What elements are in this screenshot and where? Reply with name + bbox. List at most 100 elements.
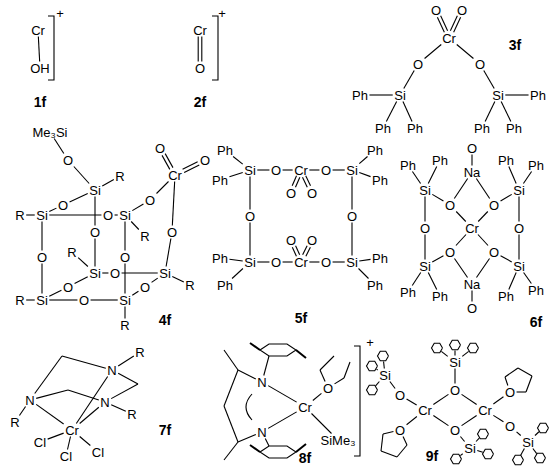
atom-label: Si (449, 356, 461, 369)
atom-label: Ph (530, 89, 546, 102)
atom-label: Ph (212, 174, 228, 187)
bond-line (320, 356, 334, 370)
bond-line (333, 261, 345, 262)
atom-label: Cl (34, 436, 46, 449)
bond-line (454, 17, 461, 32)
bond-line (425, 45, 442, 59)
bond-line (386, 102, 396, 122)
aryl-ring (260, 446, 296, 458)
bond-line (91, 299, 118, 300)
bond-line (172, 276, 184, 282)
compound-number: 2f (194, 95, 206, 109)
bond-line (521, 449, 525, 456)
bond-line (264, 356, 269, 376)
bond-line (70, 193, 88, 202)
bond-line (509, 273, 516, 290)
bond-line (75, 277, 88, 284)
bond-line (397, 445, 407, 457)
atom-label: N (100, 396, 109, 409)
bond-line (359, 269, 369, 279)
atom-label: O (321, 164, 331, 177)
bond-line (523, 172, 531, 184)
bond-line (377, 369, 378, 371)
compound-number: 8f (299, 451, 311, 465)
atom-label: Ph (474, 122, 490, 135)
atom-label: O (90, 226, 100, 239)
bond-line (424, 235, 425, 260)
atom-label: Ph (506, 122, 522, 135)
atom-label: R (67, 246, 76, 259)
bond-line (462, 394, 477, 404)
atom-label: O (145, 194, 155, 207)
atom-label: O (431, 4, 441, 17)
phenyl-ring (367, 361, 378, 371)
atom-label: Si (464, 442, 476, 455)
bond-line (476, 179, 489, 199)
bond-line (131, 222, 139, 230)
bond-line (268, 412, 296, 429)
bond-line (432, 194, 443, 201)
phenyl-ring (478, 429, 489, 439)
bond-line (524, 273, 532, 284)
compound-number: 1f (34, 95, 46, 109)
bond-line (390, 382, 395, 389)
atom-label: R (140, 230, 149, 243)
bond-line (344, 362, 350, 378)
atom-label: O (286, 187, 296, 200)
bond-line (49, 290, 61, 296)
bond-line (454, 179, 467, 199)
atom-label: Ph (372, 174, 388, 187)
bond-line (320, 370, 325, 382)
bond-line (257, 169, 269, 170)
atom-label: Cl (92, 446, 104, 459)
bond-line (224, 350, 238, 370)
bond-line (478, 212, 488, 222)
atom-label: R (15, 209, 24, 222)
delocalization-arc (246, 394, 252, 420)
atom-label: O (514, 222, 524, 235)
atom-label: O (413, 58, 423, 71)
bond-line (36, 390, 68, 398)
phenyl-ring (367, 385, 378, 395)
bond-line (302, 177, 307, 187)
bond-line (313, 393, 322, 400)
bond-line (533, 449, 537, 454)
atom-label: Ph (217, 279, 233, 292)
bond-line (433, 394, 448, 404)
bond-line (184, 165, 199, 173)
bond-line (428, 167, 437, 184)
bond-line (462, 416, 477, 426)
atom-label: O (445, 246, 455, 259)
bond-line (198, 37, 199, 62)
atom-label: O (155, 142, 165, 155)
atom-label: Cr (65, 424, 79, 437)
bond-line (359, 173, 370, 177)
bond-line (118, 356, 134, 366)
atom-label: Cr (442, 32, 456, 45)
phenyl-ring (535, 453, 546, 463)
bond-line (454, 369, 455, 384)
atom-label: Ph (432, 154, 448, 167)
bond-line (526, 376, 532, 392)
atom-label: O (307, 187, 317, 200)
bond-line (359, 259, 370, 261)
bond-line (476, 259, 489, 278)
bond-line (162, 155, 170, 169)
atom-label: Cr (465, 222, 479, 235)
atom-label: R (135, 346, 144, 359)
bond-line (476, 438, 479, 441)
atom-label: Si (394, 89, 406, 102)
bond-line (36, 404, 63, 424)
bond-line (165, 154, 173, 168)
bond-line (501, 256, 512, 262)
bond-line (471, 291, 472, 302)
bond-line (249, 223, 250, 256)
bond-line (265, 439, 269, 447)
atom-label: O (79, 294, 89, 307)
bond-line (68, 390, 99, 400)
bond-line (115, 214, 118, 215)
bond-line (306, 176, 311, 186)
phenyl-ring (451, 454, 462, 464)
atom-label: O (450, 384, 460, 397)
atom-label: Na (464, 166, 481, 179)
